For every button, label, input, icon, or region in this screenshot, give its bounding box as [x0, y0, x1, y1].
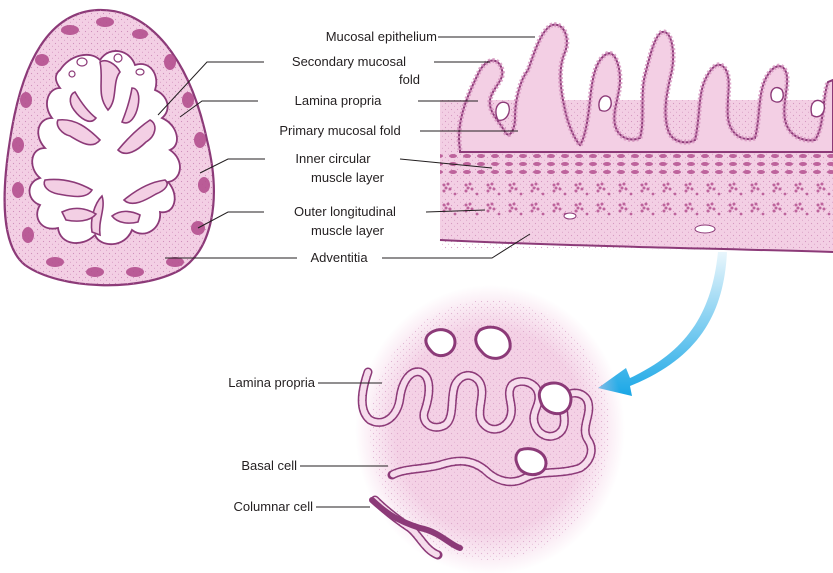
label-secondary-fold-line1: Secondary mucosal: [292, 54, 406, 69]
magnified-epithelium: [355, 285, 625, 573]
label-outer-longitudinal-line2: muscle layer: [311, 223, 385, 238]
magnification-arrow: [598, 252, 727, 396]
label-outer-longitudinal-line1: Outer longitudinal: [294, 204, 396, 219]
label-columnar-cell: Columnar cell: [234, 499, 314, 514]
label-inner-circular-line1: Inner circular: [295, 151, 371, 166]
label-lamina-propria-magnified: Lamina propria: [228, 375, 315, 390]
label-secondary-fold-line2: fold: [399, 72, 420, 87]
label-lamina-propria-top: Lamina propria: [295, 93, 382, 108]
label-adventitia: Adventitia: [310, 250, 368, 265]
label-inner-circular-line2: muscle layer: [311, 170, 385, 185]
label-basal-cell: Basal cell: [241, 458, 297, 473]
wall-longitudinal-section: [440, 25, 833, 252]
label-mucosal-epithelium: Mucosal epithelium: [326, 29, 437, 44]
inner-circular-muscle-band: [440, 152, 833, 178]
outer-longitudinal-muscle-band: [440, 182, 833, 222]
label-primary-mucosal-fold: Primary mucosal fold: [279, 123, 400, 138]
oviduct-cross-section: [5, 10, 214, 285]
